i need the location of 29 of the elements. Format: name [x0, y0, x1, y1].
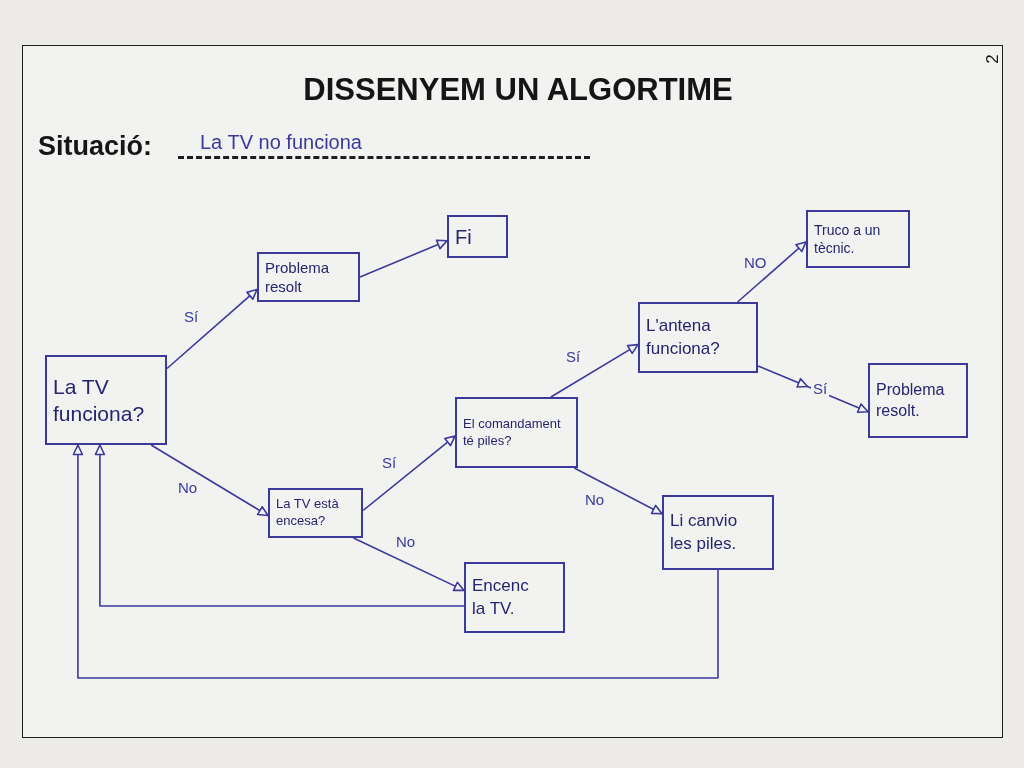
arrow: [359, 239, 448, 278]
prompt-label: Situació:: [38, 130, 152, 162]
decision-box: L'antena funciona?: [638, 302, 758, 373]
end-box: Fi: [447, 215, 508, 258]
worksheet-title: DISSENYEM UN ALGORTIME: [303, 72, 733, 108]
arrow: [352, 537, 465, 592]
arrow: [166, 288, 258, 370]
arrow: [94, 444, 465, 607]
process-box: Li canvio les piles.: [662, 495, 774, 570]
edge-label: Sí: [182, 308, 201, 325]
process-box: Truco a un tècnic.: [806, 210, 910, 268]
process-box: Encenc la TV.: [464, 562, 565, 633]
arrow: [757, 365, 869, 413]
process-box: Problema resolt.: [868, 363, 968, 438]
arrow: [550, 343, 639, 398]
arrow: [736, 241, 807, 303]
decision-box: El comandament té piles?: [455, 397, 578, 468]
edge-label: Sí: [380, 454, 399, 471]
edge-label: Sí: [811, 380, 830, 397]
edge-label: Sí: [564, 348, 583, 365]
arrow: [573, 467, 663, 515]
arrow: [150, 444, 269, 517]
decision-box: La TV està encesa?: [268, 488, 363, 538]
fill-in-line: La TV no funciona: [178, 128, 590, 159]
arrow: [362, 435, 456, 512]
page-number: 2: [983, 54, 1002, 64]
arrow: [72, 444, 719, 679]
process-box: Problema resolt: [257, 252, 360, 302]
decision-box: La TV funciona?: [45, 355, 167, 445]
